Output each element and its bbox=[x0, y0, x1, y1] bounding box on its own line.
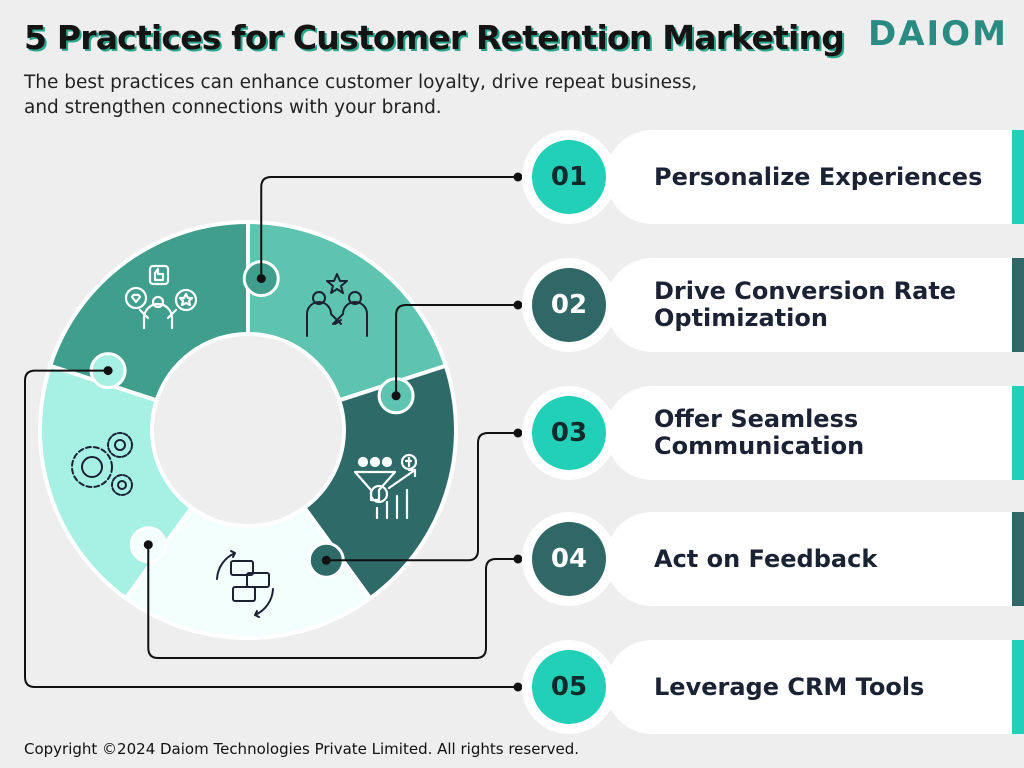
practice-card-2: 02 Drive Conversion Rate Optimization bbox=[522, 258, 1024, 352]
connector-dot bbox=[513, 554, 523, 564]
practice-card-accent bbox=[1012, 130, 1024, 224]
practice-card-background bbox=[606, 258, 1024, 352]
page-title: 5 Practices for Customer Retention Marke… bbox=[24, 18, 845, 57]
connector-dot bbox=[321, 555, 331, 565]
practice-card-background bbox=[606, 512, 1024, 606]
connector-dot bbox=[143, 540, 153, 550]
practice-label: Drive Conversion Rate Optimization bbox=[654, 277, 957, 332]
practice-card-accent bbox=[1012, 386, 1024, 480]
ring-piece-5 bbox=[47, 219, 250, 403]
practice-label: Leverage CRM Tools bbox=[654, 672, 925, 701]
practice-number: 05 bbox=[532, 650, 606, 724]
brand-logo: DAIOM bbox=[868, 14, 1008, 54]
connector-line bbox=[24, 369, 518, 688]
gears-icon bbox=[71, 432, 133, 496]
handshake-team-icon bbox=[306, 273, 368, 337]
practice-number-badge: 02 bbox=[522, 258, 616, 352]
conversion-funnel-chart-icon bbox=[353, 453, 418, 520]
connector-dot bbox=[513, 172, 523, 182]
practice-number-badge: 05 bbox=[522, 640, 616, 734]
practice-label: Act on Feedback bbox=[654, 544, 878, 573]
connector-line bbox=[326, 432, 518, 562]
practice-number-badge: 01 bbox=[522, 130, 616, 224]
connector-line bbox=[147, 544, 518, 659]
practice-card-1: 01 Personalize Experiences bbox=[522, 130, 1024, 224]
practice-number: 03 bbox=[532, 396, 606, 470]
practice-card-accent bbox=[1012, 258, 1024, 352]
connector-lines bbox=[24, 172, 523, 692]
practice-number: 02 bbox=[532, 268, 606, 342]
connector-line bbox=[260, 176, 518, 279]
practice-card-3: 03 Offer Seamless Communication bbox=[522, 386, 1024, 480]
practice-label: Offer Seamless Communication bbox=[654, 405, 865, 460]
connector-dot bbox=[513, 682, 523, 692]
practice-card-background bbox=[606, 640, 1024, 734]
connector-dot bbox=[391, 391, 401, 401]
practice-number-badge: 04 bbox=[522, 512, 616, 606]
ring-piece-2 bbox=[301, 363, 458, 602]
practice-card-accent bbox=[1012, 640, 1024, 734]
practice-card-background bbox=[606, 386, 1024, 480]
practice-number: 01 bbox=[532, 140, 606, 214]
chat-cycle-icon bbox=[216, 550, 274, 618]
practice-card-5: 05 Leverage CRM Tools bbox=[522, 640, 1024, 734]
connector-line bbox=[395, 304, 518, 396]
connector-dot bbox=[513, 300, 523, 310]
practice-card-accent bbox=[1012, 512, 1024, 606]
customer-loyalty-icon bbox=[124, 264, 198, 330]
practice-number-badge: 03 bbox=[522, 386, 616, 480]
connector-dot bbox=[103, 366, 113, 376]
copyright-footer: Copyright ©2024 Daiom Technologies Priva… bbox=[24, 740, 579, 758]
connector-dot bbox=[256, 274, 266, 284]
practice-card-background bbox=[606, 130, 1024, 224]
page-subtitle: The best practices can enhance customer … bbox=[24, 72, 698, 118]
practice-card-4: 04 Act on Feedback bbox=[522, 512, 1024, 606]
practice-number: 04 bbox=[532, 522, 606, 596]
connector-dot bbox=[513, 428, 523, 438]
practice-label: Personalize Experiences bbox=[654, 162, 983, 191]
